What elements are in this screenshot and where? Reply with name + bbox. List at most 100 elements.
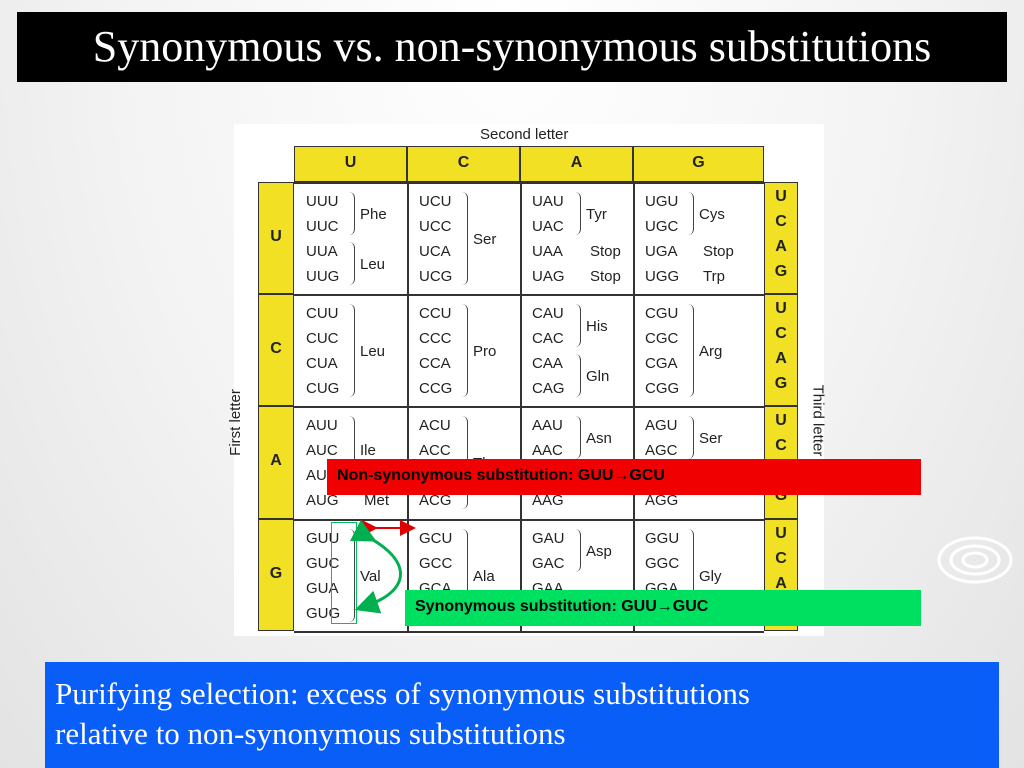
third-letter: A bbox=[775, 350, 787, 367]
second-letter: G bbox=[692, 154, 705, 171]
third-letter-label: Third letter bbox=[809, 384, 827, 457]
brace-icon bbox=[346, 242, 355, 285]
grid-row-line bbox=[294, 294, 764, 296]
amino-acid-label: Stop bbox=[703, 243, 734, 260]
codon: GUA bbox=[306, 580, 339, 597]
codon: AGG bbox=[645, 492, 679, 509]
non-synonymous-callout: Non-synonymous substitution: GUU→GCU bbox=[327, 459, 921, 495]
amino-acid-label: Pro bbox=[473, 342, 497, 360]
third-position-highlight bbox=[331, 522, 357, 624]
grid-border-top bbox=[294, 182, 764, 184]
third-letter: U bbox=[775, 300, 787, 317]
codon: UCA bbox=[419, 243, 451, 260]
amino-acid-label: Ser bbox=[473, 230, 497, 248]
codon: AAU bbox=[532, 417, 563, 434]
amino-acid-label: Ile bbox=[360, 442, 376, 459]
third-letter-cell bbox=[764, 182, 798, 294]
first-letter: G bbox=[269, 565, 283, 582]
second-letter-header bbox=[520, 146, 633, 182]
codon: UAG bbox=[532, 268, 565, 285]
brace-icon bbox=[685, 192, 694, 235]
brace-icon bbox=[685, 529, 694, 622]
codon: GCC bbox=[419, 555, 453, 572]
brace-icon bbox=[459, 304, 468, 397]
codon: CAU bbox=[532, 305, 564, 322]
second-letter: U bbox=[344, 154, 357, 171]
amino-acid-label: Tyr bbox=[586, 205, 607, 223]
amino-acid-label: Cys bbox=[699, 205, 725, 223]
brace-icon bbox=[572, 304, 581, 347]
codon: UAA bbox=[532, 243, 563, 260]
amino-acid-label: Leu bbox=[360, 342, 386, 360]
amino-acid-label: Phe bbox=[360, 205, 387, 223]
codon: UCC bbox=[419, 218, 452, 235]
codon: CGG bbox=[645, 380, 680, 397]
brace-icon bbox=[459, 529, 468, 622]
codon: GAU bbox=[532, 530, 565, 547]
codon: CAC bbox=[532, 330, 564, 347]
codon: GAC bbox=[532, 555, 565, 572]
amino-acid-label: Stop bbox=[590, 243, 621, 260]
amino-acid-label: Ala bbox=[473, 567, 495, 585]
amino-acid-label: His bbox=[586, 317, 608, 335]
second-letter-header bbox=[294, 146, 407, 182]
brace-icon bbox=[572, 529, 581, 572]
grid-border-bottom bbox=[294, 631, 764, 633]
codon: UUU bbox=[306, 193, 339, 210]
first-letter: A bbox=[270, 452, 282, 469]
synonymous-callout: Synonymous substitution: GUU→GUC bbox=[405, 590, 921, 626]
codon: AAC bbox=[532, 442, 563, 459]
codon: AUG bbox=[306, 492, 339, 509]
second-letter-label: Second letter bbox=[480, 126, 569, 143]
codon: CCC bbox=[419, 330, 452, 347]
codon: AUU bbox=[306, 417, 338, 434]
ripple-decoration bbox=[937, 536, 1013, 584]
amino-acid-label: Asp bbox=[586, 542, 612, 560]
third-letter: U bbox=[775, 188, 787, 205]
third-letter: C bbox=[775, 213, 787, 230]
second-letter: C bbox=[457, 154, 470, 171]
conclusion-line-2: relative to non-synonymous substitutions bbox=[55, 716, 566, 751]
brace-icon bbox=[459, 192, 468, 285]
brace-icon bbox=[346, 192, 355, 235]
codon: CCG bbox=[419, 380, 453, 397]
codon: CGC bbox=[645, 330, 679, 347]
codon: UAU bbox=[532, 193, 564, 210]
codon: CAG bbox=[532, 380, 565, 397]
third-letter: C bbox=[775, 325, 787, 342]
second-letter: A bbox=[570, 154, 583, 171]
third-letter: U bbox=[775, 525, 787, 542]
codon: UGG bbox=[645, 268, 680, 285]
third-letter: A bbox=[775, 575, 787, 592]
codon: UUC bbox=[306, 218, 339, 235]
brace-icon bbox=[572, 416, 581, 459]
codon: CGA bbox=[645, 355, 678, 372]
codon: CGU bbox=[645, 305, 679, 322]
amino-acid-label: Val bbox=[360, 567, 381, 585]
first-letter-label: First letter bbox=[226, 389, 244, 456]
brace-icon bbox=[572, 354, 581, 397]
brace-icon bbox=[346, 416, 355, 484]
amino-acid-label: Gly bbox=[699, 567, 722, 585]
amino-acid-label: Asn bbox=[586, 429, 612, 447]
codon: UCU bbox=[419, 193, 452, 210]
synonymous-label: Synonymous substitution: GUU→GUC bbox=[415, 598, 709, 615]
brace-icon bbox=[572, 192, 581, 235]
codon: AU bbox=[306, 467, 327, 484]
conclusion-line-1: Purifying selection: excess of synonymou… bbox=[55, 676, 750, 711]
amino-acid-label: Trp bbox=[703, 268, 725, 285]
codon: UUG bbox=[306, 268, 340, 285]
third-letter: G bbox=[774, 375, 788, 392]
first-letter: C bbox=[270, 340, 282, 357]
grid-row-line bbox=[294, 406, 764, 408]
third-letter: G bbox=[774, 263, 788, 280]
codon: GCU bbox=[419, 530, 453, 547]
codon: ACC bbox=[419, 442, 451, 459]
codon: UAC bbox=[532, 218, 564, 235]
codon: AGC bbox=[645, 442, 678, 459]
first-letter-cell bbox=[258, 406, 294, 519]
amino-acid-label: Met bbox=[364, 492, 390, 509]
brace-icon bbox=[685, 304, 694, 397]
codon: CAA bbox=[532, 355, 563, 372]
codon: AGU bbox=[645, 417, 678, 434]
